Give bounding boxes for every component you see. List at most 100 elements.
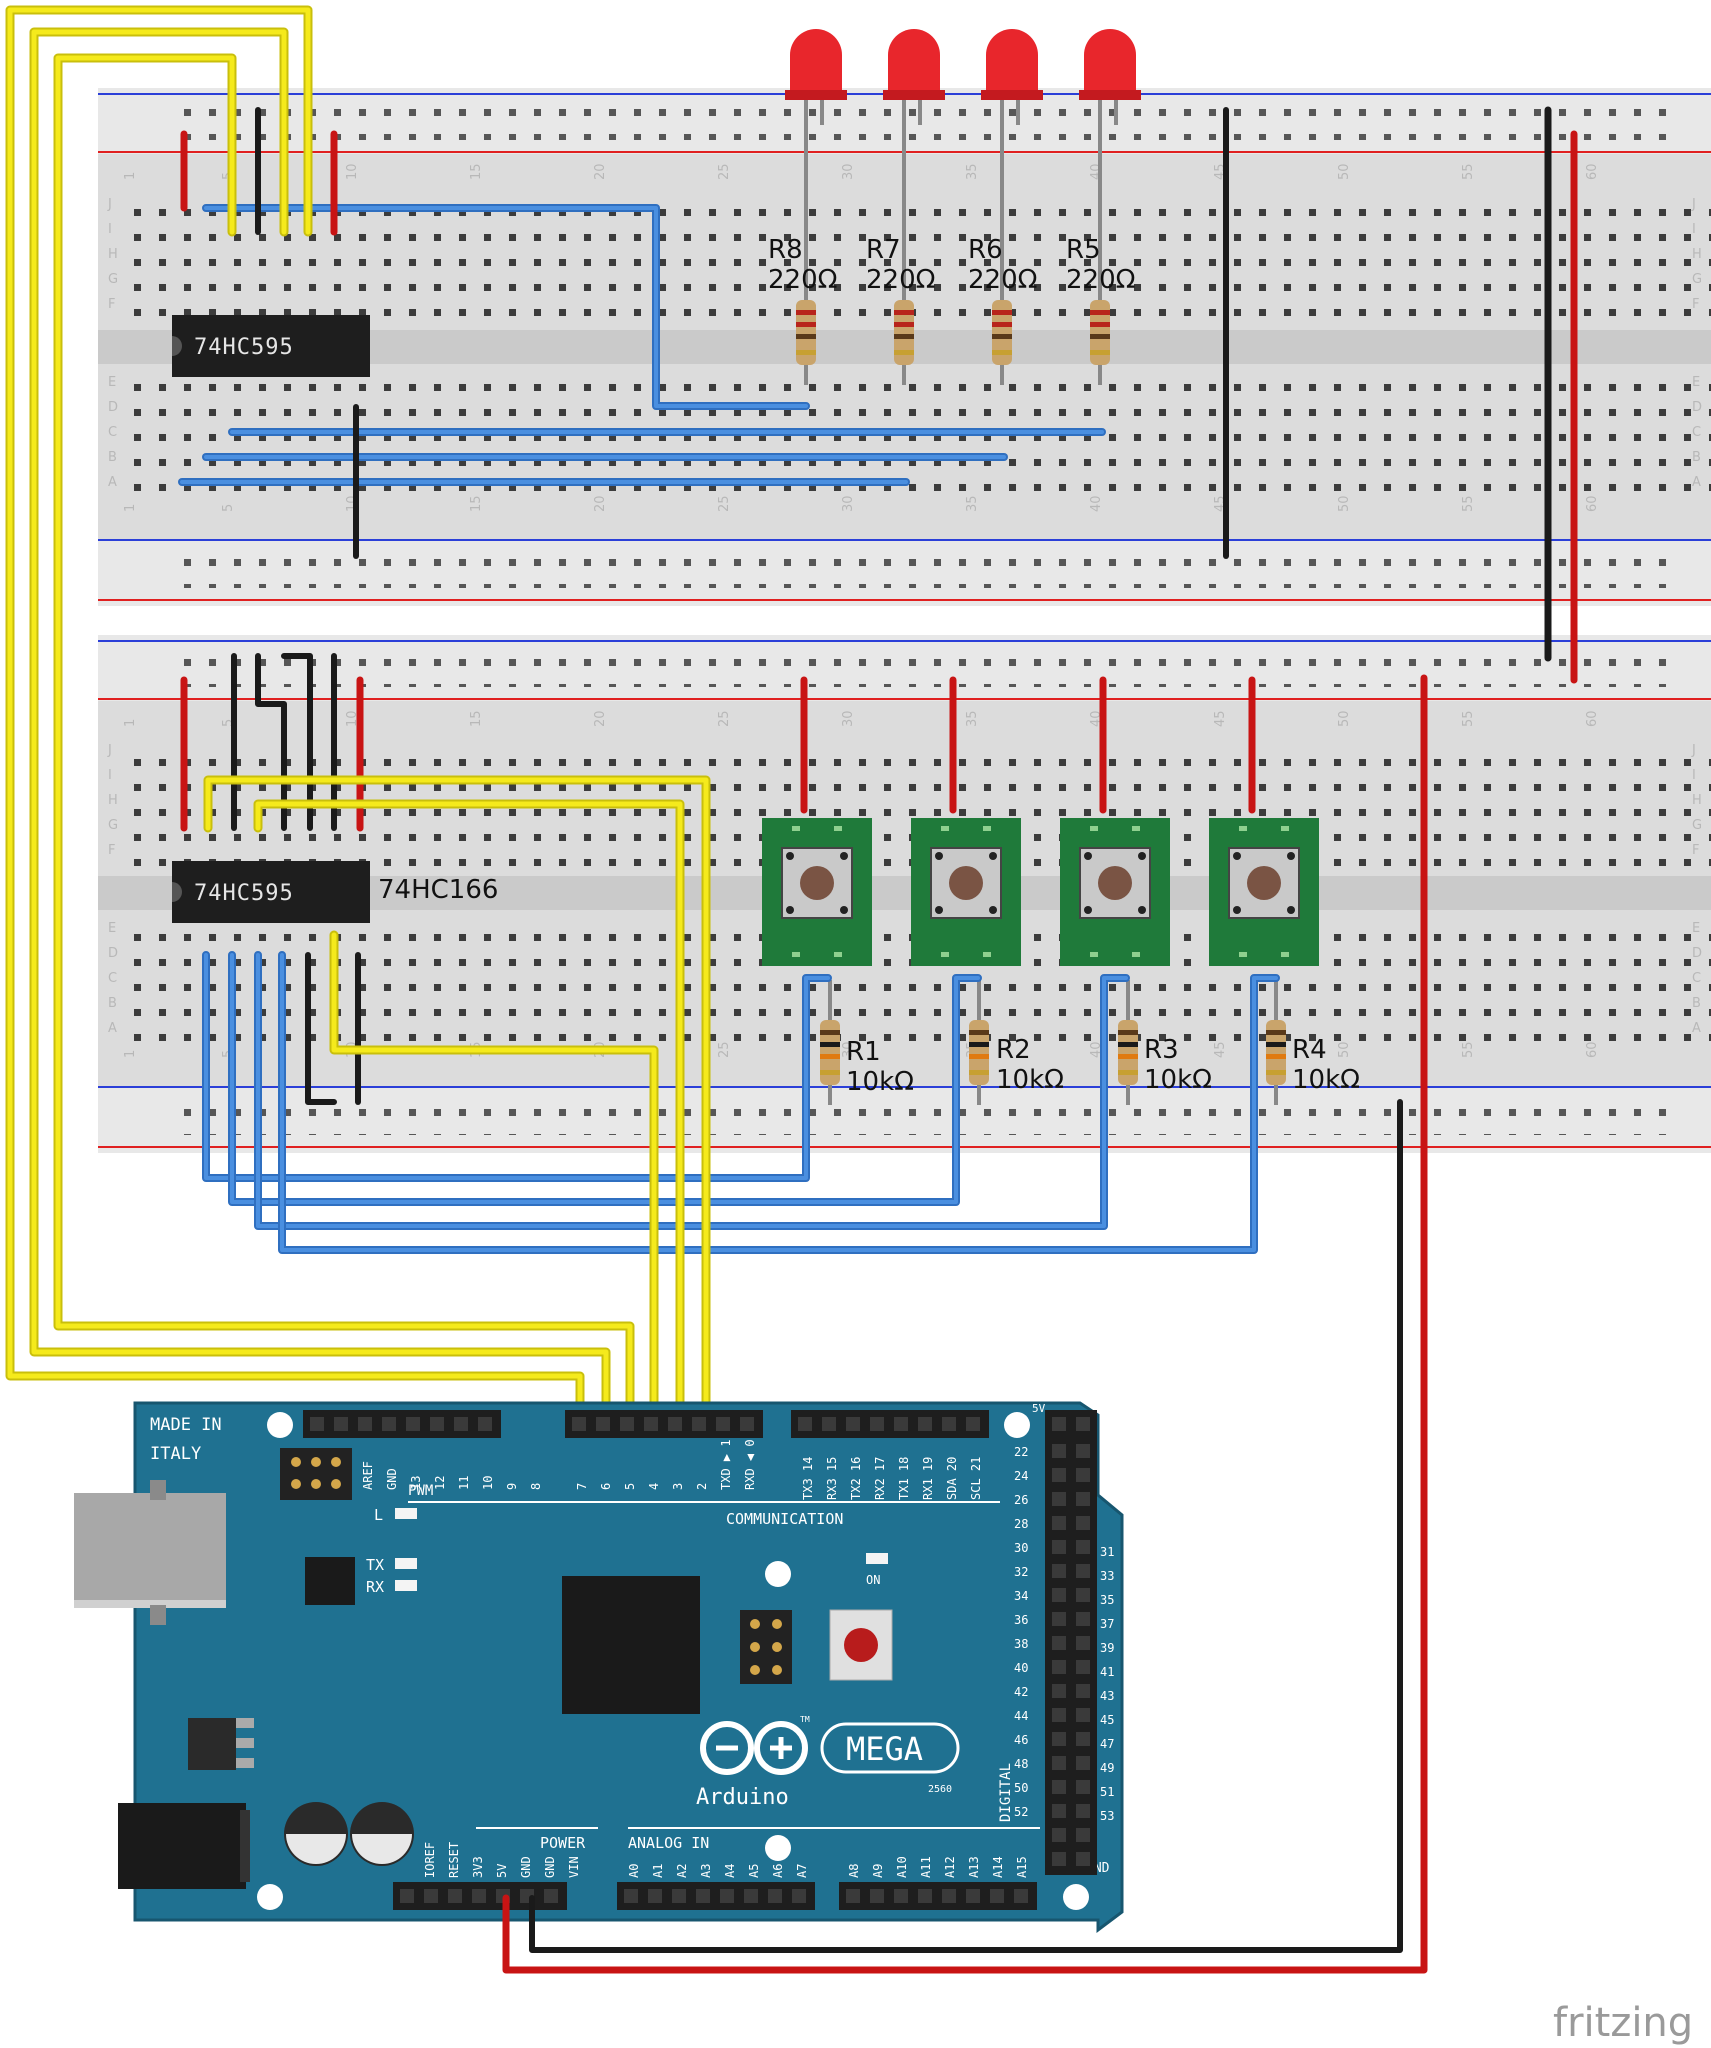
header-pin[interactable] <box>1052 1492 1066 1506</box>
push-button-2[interactable] <box>911 818 1021 966</box>
header-pin[interactable] <box>1052 1540 1066 1554</box>
header-pin[interactable] <box>696 1889 710 1903</box>
button-resistor-r3[interactable]: R3 10kΩ <box>1118 980 1212 1105</box>
header-pin[interactable] <box>894 1889 908 1903</box>
header-pin[interactable] <box>1076 1540 1090 1554</box>
header-pin[interactable] <box>894 1417 908 1431</box>
header-pin[interactable] <box>846 1889 860 1903</box>
led-2[interactable] <box>883 29 945 200</box>
header-pin[interactable] <box>1052 1468 1066 1482</box>
header-pin[interactable] <box>720 1889 734 1903</box>
header-pin[interactable] <box>1076 1828 1090 1842</box>
header-pin[interactable] <box>406 1417 420 1431</box>
button-resistor-r1[interactable]: R1 10kΩ <box>820 980 914 1105</box>
header-pin[interactable] <box>1052 1636 1066 1650</box>
shift-register-top[interactable]: 74HC595 <box>172 315 370 377</box>
header-pin[interactable] <box>740 1417 754 1431</box>
header-pin[interactable] <box>596 1417 610 1431</box>
led-3[interactable] <box>981 29 1043 200</box>
header-pin[interactable] <box>310 1417 324 1431</box>
header-pin[interactable] <box>644 1417 658 1431</box>
header-pin[interactable] <box>792 1889 806 1903</box>
led-4[interactable] <box>1079 29 1141 200</box>
led-resistor-r7[interactable]: R7 220Ω <box>866 200 936 385</box>
header-pin[interactable] <box>1076 1756 1090 1770</box>
header-pin[interactable] <box>1052 1780 1066 1794</box>
header-pin[interactable] <box>544 1889 558 1903</box>
header-pin[interactable] <box>716 1417 730 1431</box>
header-pin[interactable] <box>846 1417 860 1431</box>
header-pin[interactable] <box>1052 1444 1066 1458</box>
header-pin[interactable] <box>624 1889 638 1903</box>
header-pin[interactable] <box>400 1889 414 1903</box>
header-pin[interactable] <box>382 1417 396 1431</box>
header-pin[interactable] <box>1076 1417 1090 1431</box>
led-1[interactable] <box>785 29 847 200</box>
header-pin[interactable] <box>1076 1660 1090 1674</box>
header-pin[interactable] <box>1052 1756 1066 1770</box>
header-pin[interactable] <box>1052 1564 1066 1578</box>
header-pin[interactable] <box>942 1417 956 1431</box>
header-pin[interactable] <box>1052 1516 1066 1530</box>
header-pin[interactable] <box>990 1889 1004 1903</box>
header-pin[interactable] <box>918 1889 932 1903</box>
header-pin[interactable] <box>1076 1852 1090 1866</box>
header-pin[interactable] <box>648 1889 662 1903</box>
header-pin[interactable] <box>692 1417 706 1431</box>
header-pin[interactable] <box>454 1417 468 1431</box>
header-pin[interactable] <box>1052 1732 1066 1746</box>
header-pin[interactable] <box>1076 1780 1090 1794</box>
shift-register-bottom[interactable]: 74HC595 <box>172 861 370 923</box>
header-pin[interactable] <box>472 1889 486 1903</box>
header-pin[interactable] <box>668 1417 682 1431</box>
header-pin[interactable] <box>448 1889 462 1903</box>
header-pin[interactable] <box>1052 1612 1066 1626</box>
header-pin[interactable] <box>1014 1889 1028 1903</box>
header-pin[interactable] <box>1076 1612 1090 1626</box>
header-pin[interactable] <box>1076 1588 1090 1602</box>
button-resistor-r4[interactable]: R4 10kΩ <box>1266 980 1360 1105</box>
header-pin[interactable] <box>1076 1708 1090 1722</box>
arduino-mega[interactable]: MADE IN ITALY PWM L TX RX ON COMMUNICATI… <box>74 1401 1124 1933</box>
header-pin[interactable] <box>966 1889 980 1903</box>
header-pin[interactable] <box>1076 1492 1090 1506</box>
header-pin[interactable] <box>744 1889 758 1903</box>
header-pin[interactable] <box>1076 1564 1090 1578</box>
header-pin[interactable] <box>1052 1417 1066 1431</box>
header-pin[interactable] <box>870 1417 884 1431</box>
header-pin[interactable] <box>334 1417 348 1431</box>
push-button-3[interactable] <box>1060 818 1170 966</box>
header-pin[interactable] <box>1076 1684 1090 1698</box>
header-pin[interactable] <box>870 1889 884 1903</box>
reset-button[interactable] <box>829 1609 893 1681</box>
header-pin[interactable] <box>1076 1444 1090 1458</box>
header-pin[interactable] <box>1052 1708 1066 1722</box>
header-pin[interactable] <box>1076 1804 1090 1818</box>
header-pin[interactable] <box>430 1417 444 1431</box>
led-resistor-r6[interactable]: R6 220Ω <box>968 200 1038 385</box>
header-pin[interactable] <box>1052 1828 1066 1842</box>
header-pin[interactable] <box>942 1889 956 1903</box>
header-pin[interactable] <box>478 1417 492 1431</box>
push-button-4[interactable] <box>1209 818 1319 966</box>
header-pin[interactable] <box>572 1417 586 1431</box>
header-pin[interactable] <box>672 1889 686 1903</box>
header-pin[interactable] <box>424 1889 438 1903</box>
led-resistor-r5[interactable]: R5 220Ω <box>1066 200 1136 385</box>
header-pin[interactable] <box>1052 1588 1066 1602</box>
led-resistor-r8[interactable]: R8 220Ω <box>768 200 838 385</box>
push-button-1[interactable] <box>762 818 872 966</box>
header-pin[interactable] <box>1052 1660 1066 1674</box>
header-pin[interactable] <box>620 1417 634 1431</box>
header-pin[interactable] <box>918 1417 932 1431</box>
header-pin[interactable] <box>1052 1684 1066 1698</box>
header-pin[interactable] <box>768 1889 782 1903</box>
header-pin[interactable] <box>822 1417 836 1431</box>
header-pin[interactable] <box>1076 1516 1090 1530</box>
header-pin[interactable] <box>798 1417 812 1431</box>
header-pin[interactable] <box>1076 1468 1090 1482</box>
header-pin[interactable] <box>1052 1804 1066 1818</box>
header-pin[interactable] <box>1076 1636 1090 1650</box>
header-pin[interactable] <box>966 1417 980 1431</box>
header-pin[interactable] <box>1052 1852 1066 1866</box>
